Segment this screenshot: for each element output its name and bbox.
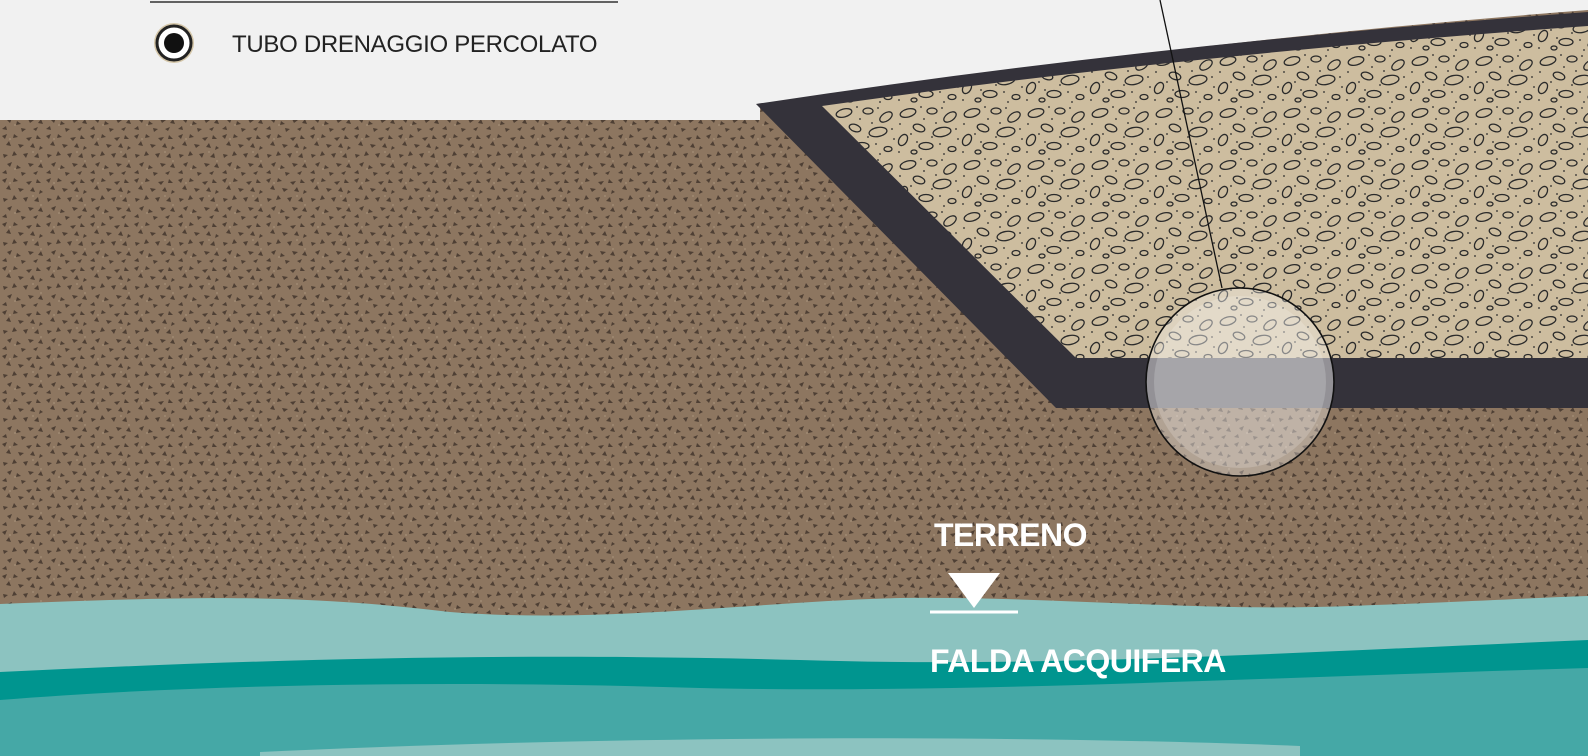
pipe-section-icon [154,23,194,63]
aquifer-label: FALDA ACQUIFERA [930,643,1226,679]
soil-label: TERRENO [934,517,1087,553]
aquifer-mid-band [0,668,1588,756]
aquifer-bottom-highlight [260,738,1300,756]
callout-leader-line [1159,0,1223,289]
water-table-triangle-icon [930,573,1018,614]
gravel-drainage-layer [822,26,1588,358]
pipe-detail-magnifier [1145,287,1335,477]
legend-pipe-label: TUBO DRENAGGIO PERCOLATO [232,31,597,58]
